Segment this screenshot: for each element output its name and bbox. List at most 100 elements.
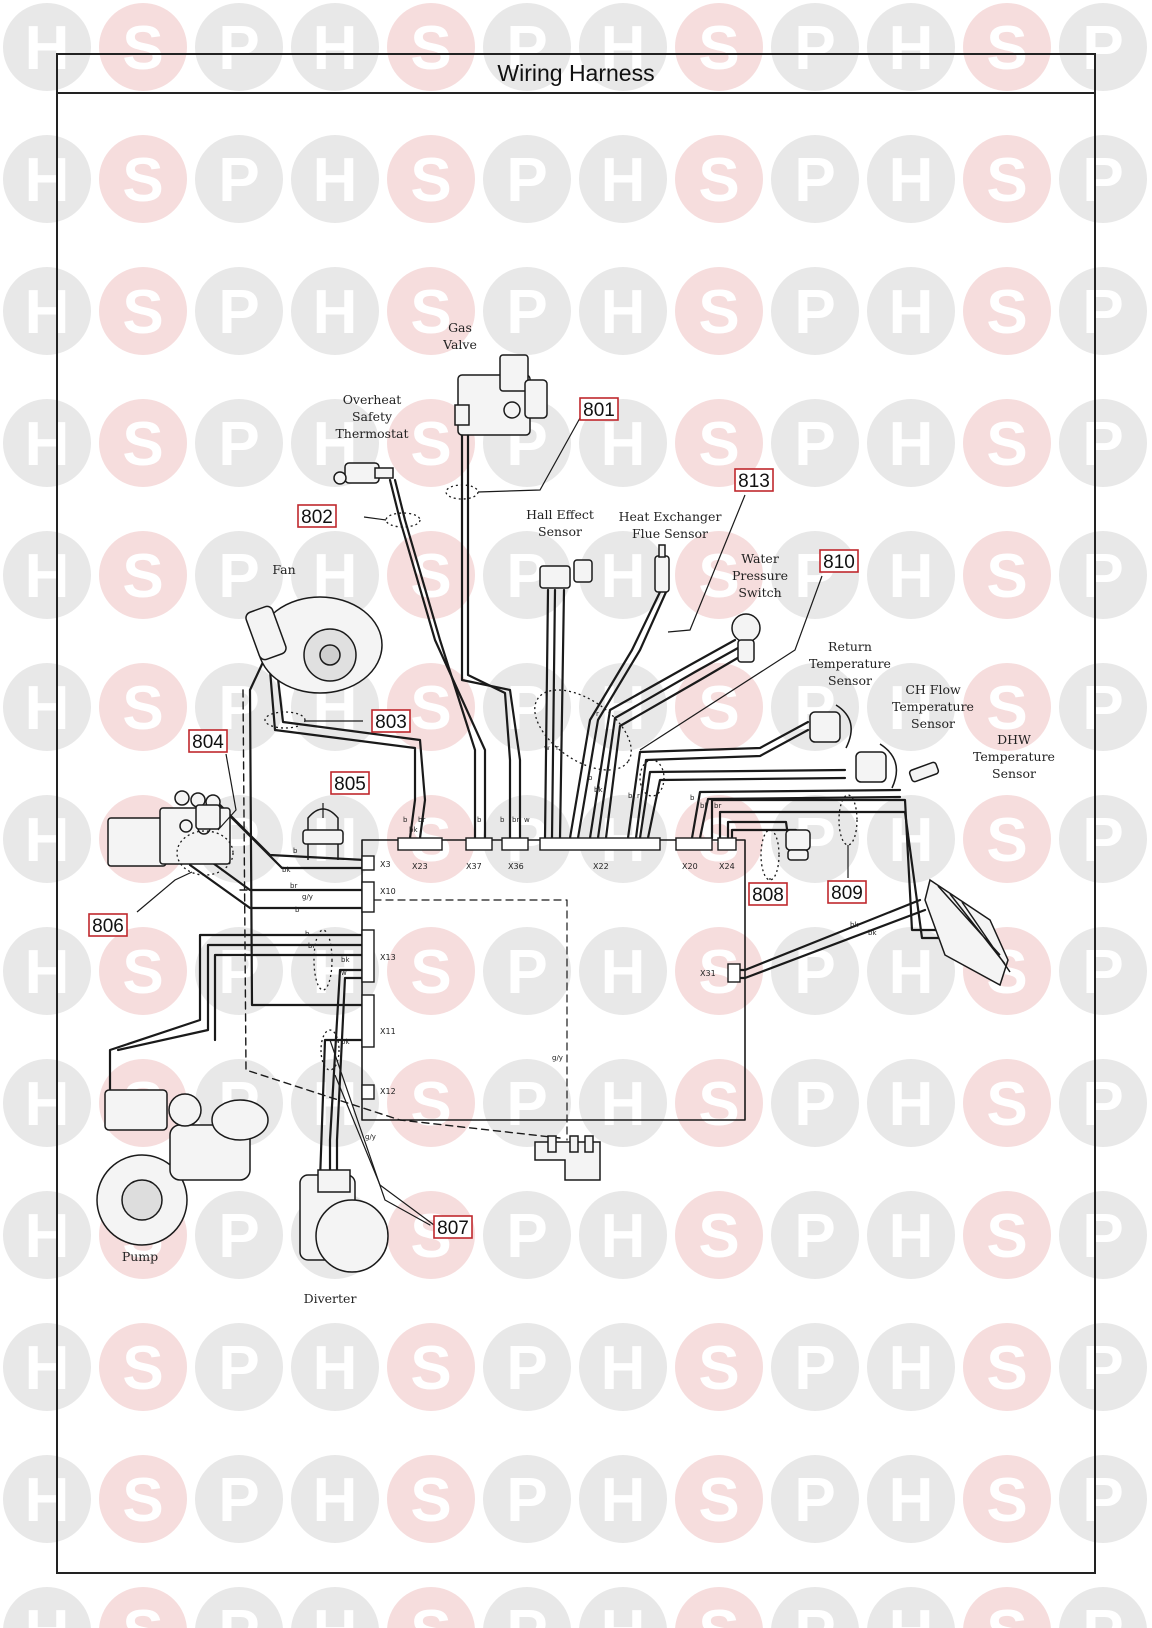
watermark-letter: P xyxy=(218,146,259,215)
diagram-frame: Wiring Harness xyxy=(56,53,1096,1574)
watermark-circle xyxy=(579,135,667,223)
ref-803[interactable]: 803 xyxy=(371,709,411,733)
watermark-letter: P xyxy=(1082,674,1123,743)
watermark-letter: H xyxy=(601,278,646,347)
ref-804[interactable]: 804 xyxy=(188,729,228,753)
ref-808[interactable]: 808 xyxy=(748,882,788,906)
label-fan: Fan xyxy=(272,562,295,577)
ref-813[interactable]: 813 xyxy=(734,468,774,492)
watermark-letter: P xyxy=(218,1598,259,1628)
watermark-circle xyxy=(963,1059,1051,1147)
watermark-letter: P xyxy=(1082,410,1123,479)
watermark-letter: S xyxy=(410,938,451,1007)
watermark-circle xyxy=(195,1323,283,1411)
ref-806[interactable]: 806 xyxy=(88,913,128,937)
watermark-circle xyxy=(771,1191,859,1279)
watermark-circle xyxy=(1059,663,1147,751)
watermark-letter: S xyxy=(698,1070,739,1139)
watermark-letter: P xyxy=(218,1466,259,1535)
watermark-letter: S xyxy=(410,1598,451,1628)
watermark-circle xyxy=(195,1191,283,1279)
watermark-letter: S xyxy=(122,542,163,611)
watermark-circle xyxy=(1059,399,1147,487)
watermark-letter: S xyxy=(122,14,163,83)
overheat-wire xyxy=(393,478,477,840)
connector-x12 xyxy=(361,1084,375,1100)
watermark-letter: S xyxy=(986,1466,1027,1535)
watermark-letter: S xyxy=(986,410,1027,479)
watermark-circle xyxy=(867,1323,955,1411)
watermark-letter: H xyxy=(889,410,934,479)
watermark-letter: H xyxy=(25,1598,70,1628)
watermark-circle xyxy=(195,1455,283,1543)
title-bar: Wiring Harness xyxy=(58,55,1094,94)
watermark-circle xyxy=(195,1587,283,1628)
watermark-circle xyxy=(963,795,1051,883)
ref-805[interactable]: 805 xyxy=(330,771,370,795)
watermark-circle xyxy=(1059,1323,1147,1411)
watermark-letter: H xyxy=(25,1466,70,1535)
watermark-circle xyxy=(963,1587,1051,1628)
svg-text:b: b xyxy=(477,816,482,824)
part-references: 801 802 803 804 805 806 807 808 809 810 … xyxy=(88,397,867,1239)
ref-810[interactable]: 810 xyxy=(819,549,859,573)
dhw-wire xyxy=(690,788,902,840)
watermark-circle xyxy=(483,663,571,751)
watermark-letter: H xyxy=(25,146,70,215)
watermark-circle xyxy=(867,1191,955,1279)
watermark-circle xyxy=(3,531,91,619)
ref-801[interactable]: 801 xyxy=(579,397,619,421)
ref-809[interactable]: 809 xyxy=(827,880,867,904)
watermark-circle xyxy=(1059,1455,1147,1543)
watermark-letter: H xyxy=(313,938,358,1007)
ref-807[interactable]: 807 xyxy=(433,1215,473,1239)
watermark-circle xyxy=(1059,267,1147,355)
svg-text:bk: bk xyxy=(341,1038,350,1046)
watermark-circle xyxy=(3,663,91,751)
svg-text:bl: bl xyxy=(700,802,706,810)
watermark-circle xyxy=(675,135,763,223)
watermark-letter: P xyxy=(794,278,835,347)
watermark-circle xyxy=(195,399,283,487)
label-return-3: Sensor xyxy=(828,673,872,688)
watermark-letter: P xyxy=(506,14,547,83)
watermark-circle xyxy=(291,267,379,355)
watermark-circle xyxy=(3,795,91,883)
watermark-letter: H xyxy=(313,146,358,215)
watermark-letter: P xyxy=(506,278,547,347)
watermark-circle xyxy=(387,267,475,355)
label-x31: X31 xyxy=(700,969,716,978)
watermark-letter: P xyxy=(506,1466,547,1535)
ref-802[interactable]: 802 xyxy=(297,504,337,528)
svg-text:br: br xyxy=(714,802,721,810)
dhw-sensor-icon xyxy=(908,761,940,783)
label-x23: X23 xyxy=(412,862,428,871)
watermark-circle xyxy=(483,927,571,1015)
watermark-letter: H xyxy=(25,278,70,347)
watermark-letter: H xyxy=(25,14,70,83)
watermark-letter: S xyxy=(122,1598,163,1628)
pressure-switch-wire xyxy=(588,638,737,840)
fan-icon xyxy=(245,596,383,694)
watermark-circle xyxy=(3,1587,91,1628)
watermark-letter: H xyxy=(313,14,358,83)
svg-text:br: br xyxy=(290,882,297,890)
watermark-circle xyxy=(195,531,283,619)
pressure-switch-icon xyxy=(731,613,761,663)
watermark-circle xyxy=(963,399,1051,487)
label-x10: X10 xyxy=(380,887,396,896)
watermark-circle xyxy=(771,399,859,487)
label-hall-effect-2: Sensor xyxy=(538,524,582,539)
svg-text:g/y: g/y xyxy=(365,1133,376,1141)
pcb-inner-dashed xyxy=(361,899,568,1141)
svg-text:b: b xyxy=(295,906,300,914)
watermark-circle xyxy=(3,399,91,487)
label-return-1: Return xyxy=(828,639,872,654)
watermark-letter: H xyxy=(601,938,646,1007)
watermark-letter: S xyxy=(410,146,451,215)
watermark-circle xyxy=(963,531,1051,619)
watermark-circle xyxy=(3,1059,91,1147)
connector-x36 xyxy=(501,837,529,851)
svg-text:b: b xyxy=(588,774,593,782)
